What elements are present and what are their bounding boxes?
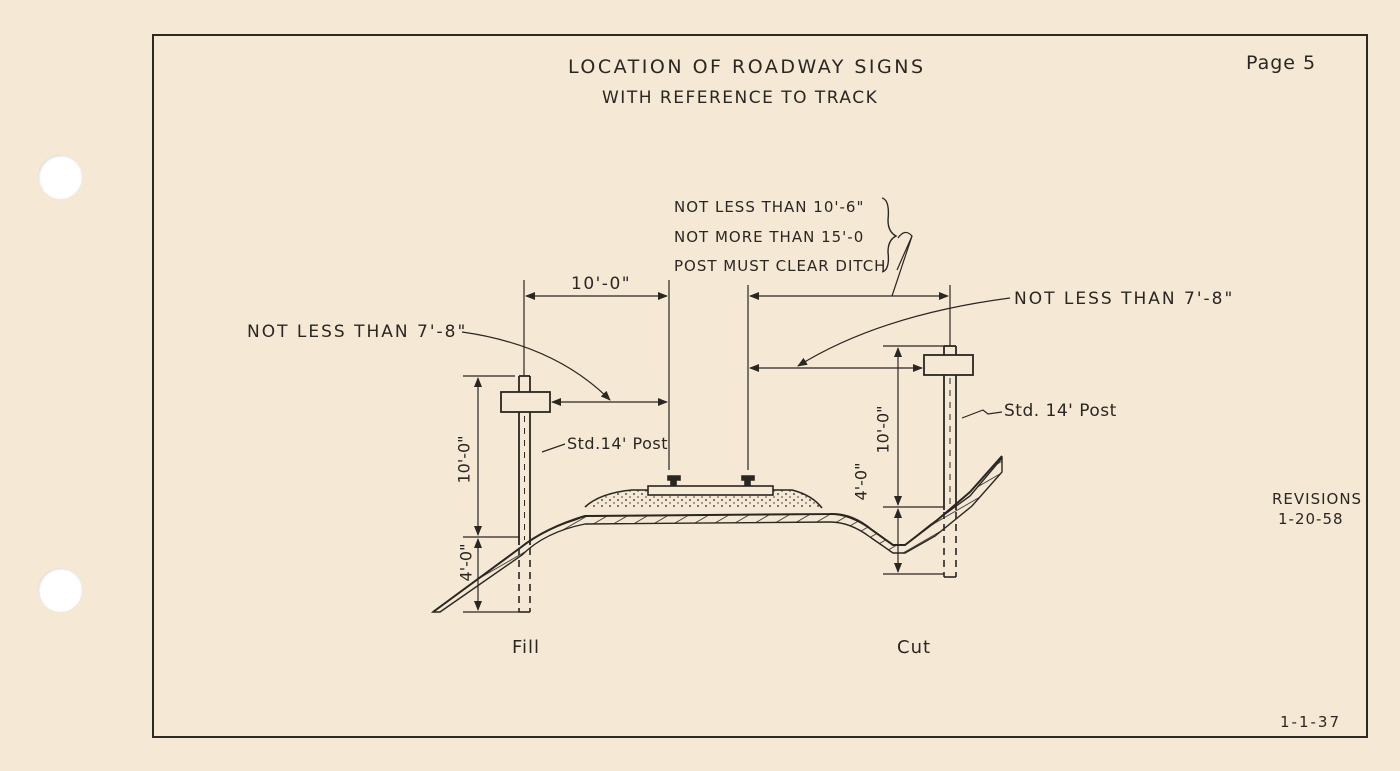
fill-label: Fill: [512, 637, 541, 658]
cut-label: Cut: [897, 637, 932, 658]
title-line-2: WITH REFERENCE TO TRACK: [602, 88, 879, 108]
drawing-border: [152, 34, 1368, 738]
left-post-label: Std.14' Post: [567, 434, 668, 453]
revisions-date: 1-20-58: [1278, 510, 1344, 528]
punch-hole-bottom: [38, 568, 82, 612]
dim-left-height: 10'-0": [454, 435, 474, 484]
right-clearance-label: NOT LESS THAN 7'-8": [1014, 289, 1235, 309]
revisions-heading: REVISIONS: [1272, 490, 1363, 508]
page-number: Page 5: [1246, 52, 1317, 74]
right-post-label: Std. 14' Post: [1004, 401, 1117, 421]
punch-hole-top: [38, 155, 82, 199]
tie: [647, 485, 774, 496]
note-max-distance: NOT MORE THAN 15'-0: [674, 228, 865, 246]
left-clearance-label: NOT LESS THAN 7'-8": [247, 322, 468, 342]
title-line-1: LOCATION OF ROADWAY SIGNS: [568, 56, 926, 78]
dim-left-horizontal: 10'-0": [571, 274, 632, 294]
note-clear-ditch: POST MUST CLEAR DITCH: [674, 257, 887, 275]
note-min-distance: NOT LESS THAN 10'-6": [674, 198, 865, 216]
rail-right: [741, 475, 755, 486]
footer-date: 1-1-37: [1280, 713, 1341, 731]
rail-left: [667, 475, 681, 486]
dim-right-height: 10'-0": [873, 405, 893, 454]
sign-left: [500, 391, 551, 413]
dim-left-depth: 4'-0": [456, 543, 476, 582]
sign-right: [923, 354, 974, 376]
dim-right-depth: 4'-0": [851, 462, 871, 501]
